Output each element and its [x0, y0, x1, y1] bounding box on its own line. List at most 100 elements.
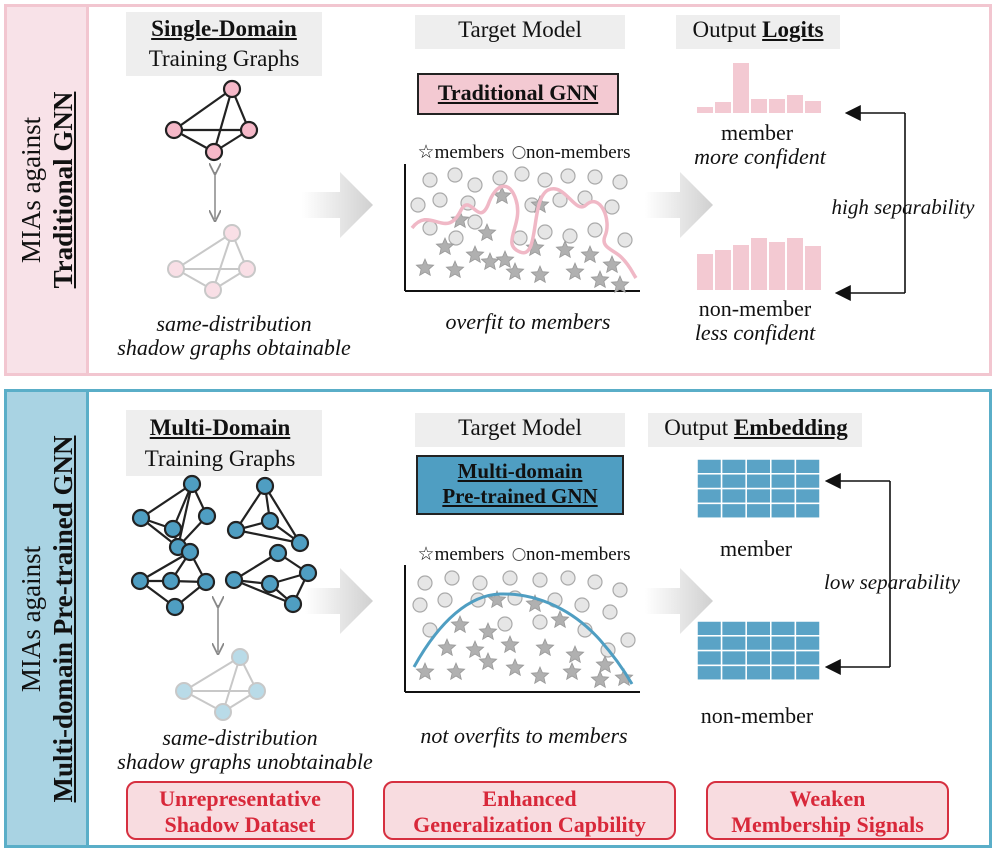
nonmember-point [472, 575, 488, 591]
logit-bar [787, 95, 803, 113]
bottom-model-label-1: Multi-domain [457, 459, 583, 483]
top-side-bar: MIAs against Traditional GNN [7, 7, 89, 373]
member-point [595, 654, 615, 674]
bottom-training-header-bg [126, 410, 322, 476]
member-point [614, 667, 634, 687]
top-arrow-2 [645, 172, 713, 238]
nonmember-point [620, 632, 636, 648]
graph-edge [264, 485, 301, 544]
embedding-cell [696, 664, 723, 681]
graph-node [283, 594, 303, 614]
nonmember-point [587, 169, 603, 185]
embedding-cell [745, 649, 772, 667]
member-point [450, 614, 470, 634]
embedding-cell [696, 635, 723, 652]
graph-node [131, 508, 151, 528]
nonmember-point [514, 166, 530, 182]
bottom-member-embedding [696, 458, 821, 519]
graph-edge [233, 578, 294, 606]
embedding-cell [794, 458, 821, 475]
nonmember-point [574, 597, 590, 613]
nonmember-point [422, 172, 438, 188]
member-point [477, 222, 497, 242]
logit-bar [751, 238, 767, 290]
top-shadow-caption-2: shadow graphs obtainable [117, 335, 351, 360]
top-target-header-bg [415, 15, 625, 49]
embedding-cell [720, 487, 747, 505]
embedding-cell [794, 487, 821, 505]
circle-icon [512, 548, 526, 561]
embedding-cell [770, 487, 797, 505]
graph-node [182, 474, 202, 494]
top-plot [404, 164, 640, 294]
graph-node [196, 572, 216, 592]
embedding-cell [745, 664, 772, 681]
member-point [530, 264, 550, 284]
top-output-header: Output Logits [692, 17, 824, 42]
top-target-header: Target Model [458, 17, 582, 42]
top-member-logits [697, 63, 821, 113]
graph-node [224, 570, 244, 590]
embedding-cell [794, 664, 821, 681]
embedding-cell [794, 649, 821, 667]
member-point [535, 637, 555, 657]
nonmember-point [417, 575, 433, 591]
logit-bar [787, 238, 803, 290]
member-point [480, 251, 500, 271]
graph-edge [140, 483, 193, 519]
nonmember-point [587, 222, 603, 238]
embedding-cell [794, 502, 821, 519]
bottom-legend: ☆members non-members [417, 544, 631, 565]
bottom-arrow-2 [645, 568, 713, 634]
star-icon: ☆ [417, 544, 435, 565]
member-point [530, 665, 550, 685]
nonmember-point [552, 192, 568, 208]
nonmember-point [560, 570, 576, 586]
nonmember-point [560, 168, 576, 184]
bottom-model-label-2: Pre-trained GNN [442, 484, 598, 508]
embedding-cell [696, 620, 723, 637]
nonmember-point [562, 228, 578, 244]
nonmember-point [422, 220, 438, 236]
graph-edge [139, 551, 191, 582]
logit-bar [805, 246, 821, 290]
member-point [435, 236, 455, 256]
embedding-cell [696, 502, 723, 519]
nonmember-point [532, 572, 548, 588]
nonmember-point [447, 167, 463, 183]
graph-node [255, 476, 275, 496]
embedding-cell [745, 502, 772, 519]
nonmember-point [467, 214, 483, 230]
nonmember-point [532, 614, 548, 630]
bottom-target-header-bg [415, 413, 625, 447]
callout-membership-signals: Weaken Membership Signals [706, 781, 949, 840]
bottom-training-graphs [130, 474, 318, 617]
top-decision-boundary [410, 184, 638, 279]
embedding-cell [794, 620, 821, 637]
nonmember-point [537, 172, 553, 188]
member-point [590, 269, 610, 289]
bottom-plot [404, 565, 640, 693]
embedding-cell [770, 635, 797, 652]
callout-shadow-dataset: Unrepresentative Shadow Dataset [126, 781, 354, 840]
graph-edge [176, 483, 194, 548]
star-icon: ☆ [417, 142, 435, 163]
circle-icon [512, 146, 526, 159]
top-nonmember-logits [697, 238, 821, 290]
member-point [500, 634, 520, 654]
bottom-member-label: member [719, 536, 793, 561]
embedding-cell [720, 635, 747, 652]
graph-node [260, 574, 280, 594]
embedding-cell [745, 487, 772, 505]
top-member-label: member [720, 120, 794, 145]
nonmember-point [444, 570, 460, 586]
graph-node [226, 520, 246, 540]
top-member-sub: more confident [694, 144, 826, 169]
member-point [487, 589, 507, 609]
top-plot-caption: overfit to members [445, 309, 611, 334]
graph-node [163, 519, 183, 539]
logit-bar [697, 107, 713, 113]
member-point [437, 637, 457, 657]
embedding-cell [770, 458, 797, 475]
bottom-training-subtitle: Training Graphs [144, 446, 296, 471]
